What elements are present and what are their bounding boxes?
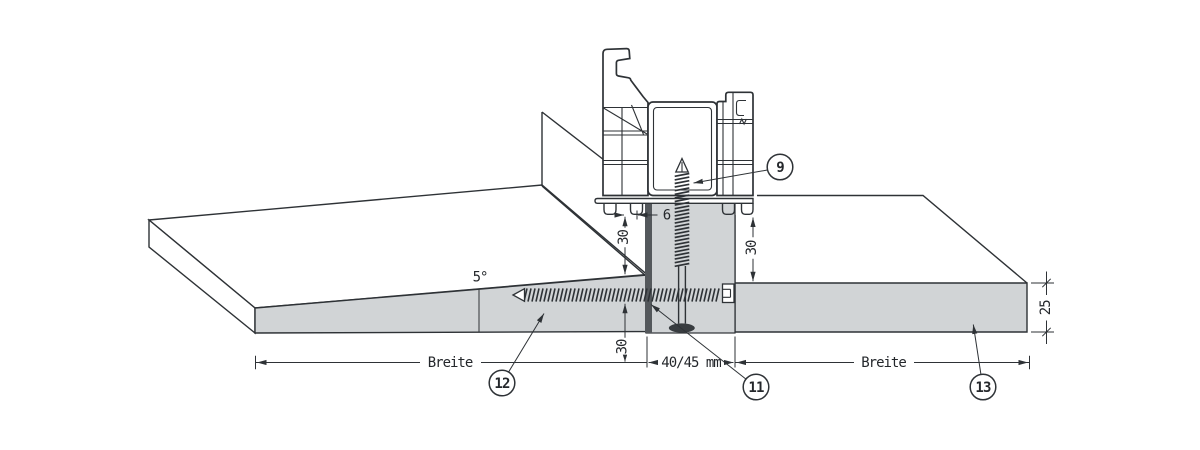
v-screw-threads <box>674 172 690 268</box>
dim-30-bottom: 30 <box>615 303 631 362</box>
callout-11: 11 <box>650 304 770 401</box>
callout-12-label: 12 <box>494 376 510 392</box>
right-board-front-face <box>734 282 1028 333</box>
dim-angle-label: 5° <box>473 270 488 286</box>
dim-30-left: 30 <box>616 216 632 275</box>
dim-angle: 5° <box>473 270 488 332</box>
dimensions: 30 6 30 30 40/45 mm <box>255 208 1054 371</box>
frame-left-profile <box>602 47 649 197</box>
dim-30-left-label: 30 <box>616 230 632 245</box>
frame-left-profile-chambers <box>603 104 648 196</box>
dim-40-45-label: 40/45 mm <box>661 355 721 371</box>
dim-25: 25 <box>1031 271 1054 344</box>
dim-40-45: 40/45 mm <box>646 336 736 371</box>
callout-11-label: 11 <box>748 380 764 396</box>
window-frame-profile <box>594 47 754 215</box>
dim-30-right-label: 30 <box>744 240 760 255</box>
dim-breite-left-label: Breite <box>428 355 473 371</box>
dim-breite-right: Breite <box>735 355 1030 371</box>
right-board-top-face <box>735 195 1027 283</box>
dim-breite-right-label: Breite <box>861 355 906 371</box>
support-block <box>645 202 736 334</box>
h-screw-head <box>721 283 735 304</box>
h-screw-tip <box>511 287 526 303</box>
horizontal-screw <box>511 283 735 304</box>
block-left-edge <box>645 203 652 333</box>
dim-25-label: 25 <box>1038 300 1054 315</box>
callouts: 9 11 12 13 <box>488 153 997 401</box>
dim-6: 6 <box>614 208 672 224</box>
dim-6-label: 6 <box>663 208 671 224</box>
frame-bottom-bar <box>594 197 754 204</box>
dim-30-right: 30 <box>744 217 760 282</box>
callout-13-label: 13 <box>975 380 991 396</box>
right-sill-board <box>734 194 1028 333</box>
frame-right-profile <box>716 91 754 197</box>
frame-right-profile-chambers <box>717 92 753 196</box>
callout-9-label: 9 <box>776 160 784 176</box>
v-screw-shank <box>677 266 687 324</box>
left-sill-board <box>147 184 649 335</box>
h-screw-threads <box>523 288 720 302</box>
wall-edges <box>541 111 647 277</box>
callout-9: 9 <box>693 153 794 184</box>
callout-12: 12 <box>488 313 545 397</box>
dim-breite-left: Breite <box>255 355 647 371</box>
vertical-screw <box>668 156 695 333</box>
callout-13: 13 <box>969 324 997 401</box>
screw-channel-mark <box>739 117 747 126</box>
dim-30-bottom-label: 30 <box>615 339 631 354</box>
v-screw-head <box>668 323 695 333</box>
